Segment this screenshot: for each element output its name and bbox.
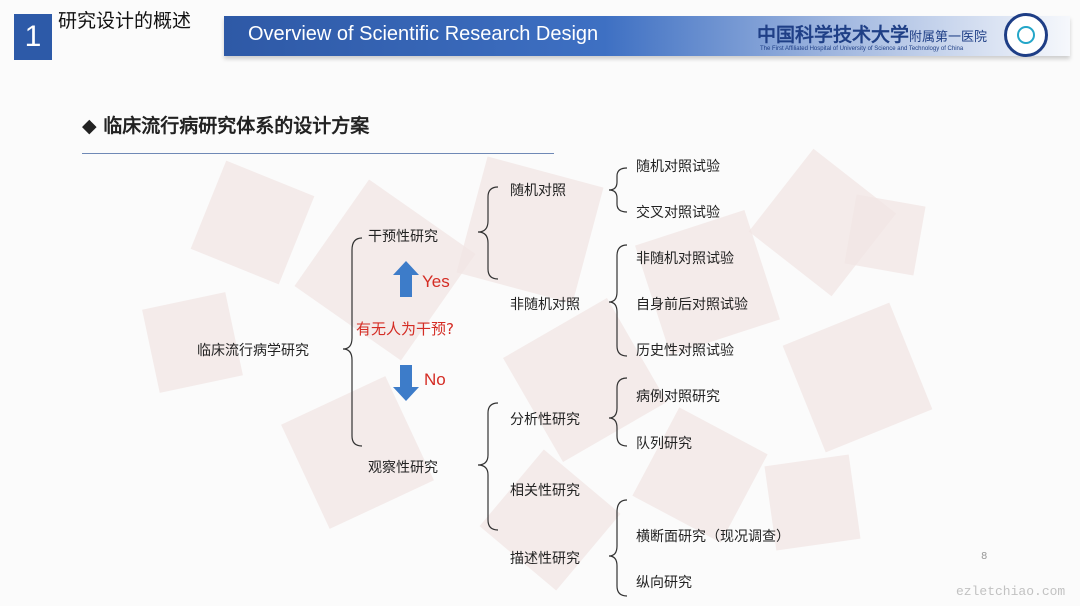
node-interventional: 干预性研究 [368,229,438,245]
node-observational: 观察性研究 [368,460,438,476]
header-subtitle: Overview of Scientific Research Design [248,23,599,45]
brace-nonrandomized [608,244,628,357]
watermark: ezletchiao.com [956,584,1066,599]
university-seal-icon [1004,13,1048,57]
university-english-name: The First Affiliated Hospital of Univers… [760,46,964,52]
title-divider [82,153,554,154]
node-analytical: 分析性研究 [510,412,580,428]
section-heading: 研究设计的概述 [58,10,192,32]
brace-randomized [608,167,628,213]
university-logo-text: 中国科学技术大学附属第一医院 [757,20,987,47]
node-nonrandomized: 非随机对照 [510,297,580,313]
leaf-randomized-trial: 随机对照试验 [636,159,720,175]
leaf-longitudinal: 纵向研究 [636,575,692,591]
brace-descriptive [608,499,628,597]
brace-root [342,237,363,447]
tree-root: 临床流行病学研究 [197,343,309,359]
leaf-cross-sectional: 横断面研究（现况调查） [636,529,790,545]
leaf-cohort: 队列研究 [636,436,692,452]
leaf-crossover-trial: 交叉对照试验 [636,205,720,221]
brace-observational [477,402,499,531]
no-label: No [424,370,446,389]
brace-analytical [608,377,628,447]
leaf-historical-trial: 历史性对照试验 [636,343,734,359]
arrow-down-icon [393,365,419,401]
page-number: 8 [981,551,988,562]
header-banner [224,16,1070,56]
brace-interventional [477,186,499,280]
node-randomized: 随机对照 [510,183,566,199]
hospital-name: 附属第一医院 [909,30,988,45]
arrow-up-icon [393,261,419,297]
node-descriptive: 描述性研究 [510,551,580,567]
node-correlational: 相关性研究 [510,483,580,499]
leaf-nonrandomized-trial: 非随机对照试验 [636,251,734,267]
university-name: 中国科学技术大学 [757,24,910,46]
yes-label: Yes [422,272,450,291]
section-number: 1 [14,14,52,60]
section-title: ◆ 临床流行病研究体系的设计方案 [82,115,370,137]
intervention-question: 有无人为干预? [356,320,454,338]
leaf-before-after-trial: 自身前后对照试验 [636,297,748,313]
leaf-case-control: 病例对照研究 [636,389,720,405]
